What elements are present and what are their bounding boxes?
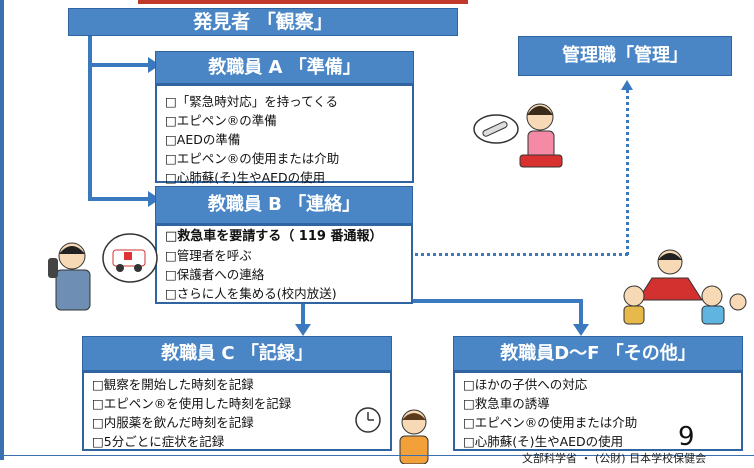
staff-b-box: □救急車を要請する（ 119 番通報） □管理者を呼ぶ □保護者への連絡 □さら… [155,224,413,304]
staff-c-list: □観察を開始した時刻を記録 □エピペン®を使用した時刻を記録 □内服薬を飲んだ時… [84,373,390,457]
list-item: □心肺蘇(そ)生やAEDの使用 [165,170,326,185]
children-group-illustration [623,249,747,325]
list-item: □観察を開始した時刻を記録 [92,377,254,392]
source-credit: 文部科学省 ・ (公財) 日本学校保健会 [522,452,707,465]
list-item: □ほかの子供への対応 [463,377,588,392]
connector-b-to-df [579,299,583,326]
staff-b-header: 教職員 B 「連絡」 [155,186,413,224]
staff-c-box: □観察を開始した時刻を記録 □エピペン®を使用した時刻を記録 □内服薬を飲んだ時… [82,371,392,451]
staff-a-list: □「緊急時対応」を持ってくる □エピペン®の準備 □AEDの準備 □エピペン®の… [157,86,412,193]
footer-bar [0,455,754,468]
list-item: □エピペン®の準備 [165,113,277,128]
list-item: □救急車を要請する（ 119 番通報） [165,229,383,244]
dotted-connector-horizontal [270,253,628,256]
list-item: □内服薬を飲んだ時刻を記録 [92,415,254,430]
connector-to-a [88,63,150,67]
arrow-head-to-c [295,324,311,336]
list-item: □5分ごとに症状を記録 [92,434,225,449]
list-item: □保護者への連絡 [165,267,265,282]
page-number: 9 [678,422,695,452]
staff-c-header: 教職員 C 「記録」 [82,336,392,371]
dotted-arrow-head [621,80,633,90]
list-item: □「緊急時対応」を持ってくる [165,94,339,109]
connector-b-to-c [301,304,305,326]
connector-trunk [88,36,92,201]
connector-to-b [88,197,150,201]
list-item: □エピペン®を使用した時刻を記録 [92,396,292,411]
list-item: □エピペン®の使用または介助 [463,415,638,430]
connector-b-horizontal [413,299,583,303]
list-item: □AEDの準備 [165,132,241,147]
staff-df-list: □ほかの子供への対応 □救急車の誘導 □エピペン®の使用または介助 □心肺蘇(そ… [455,373,741,457]
list-item: □管理者を呼ぶ [165,248,252,263]
teacher-on-phone-illustration [48,233,158,311]
frame-left-border [0,0,4,460]
list-item: □さらに人を集める(校内放送) [165,286,337,301]
teacher-with-tray-illustration [473,103,563,168]
discoverer-header: 発見者 「観察」 [68,8,458,36]
list-item: □心肺蘇(そ)生やAEDの使用 [463,434,624,449]
manager-header: 管理職「管理」 [518,36,732,76]
staff-df-header: 教職員D～F 「その他」 [453,336,743,371]
list-item: □救急車の誘導 [463,396,550,411]
title-banner-edge [138,0,468,4]
staff-df-box: □ほかの子供への対応 □救急車の誘導 □エピペン®の使用または介助 □心肺蘇(そ… [453,371,743,451]
list-item: □エピペン®の使用または介助 [165,151,340,166]
staff-a-header: 教職員 A 「準備」 [155,51,414,84]
clock-and-child-illustration [355,407,429,464]
staff-a-box: □「緊急時対応」を持ってくる □エピペン®の準備 □AEDの準備 □エピペン®の… [155,84,414,185]
arrow-head-to-df [573,324,589,336]
dotted-connector-vertical [626,90,629,255]
staff-b-list: □救急車を要請する（ 119 番通報） □管理者を呼ぶ □保護者への連絡 □さら… [157,226,411,309]
